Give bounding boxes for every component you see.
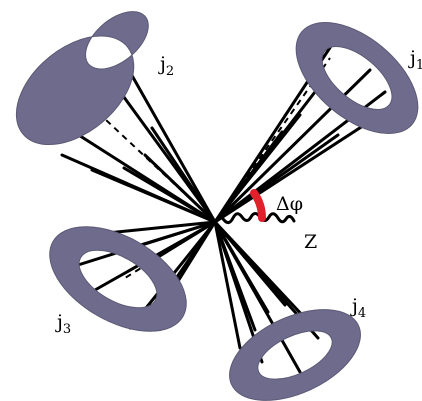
jet-j1 [213, 21, 419, 224]
jet-j3-ring [49, 226, 187, 332]
label-j1: j1 [408, 47, 422, 73]
jet-j3 [49, 220, 217, 332]
jet-j2-ring [15, 11, 149, 145]
label-j4: j4 [350, 295, 366, 321]
label-delta-phi: Δφ [276, 193, 303, 215]
jet-j4-ring [229, 309, 361, 401]
jet-j3-axis [124, 221, 216, 279]
jet-j4 [213, 220, 361, 401]
label-j3: j3 [55, 311, 71, 337]
jet-j2 [15, 11, 217, 224]
label-j2: j2 [158, 53, 174, 79]
delta-phi-arc [250, 189, 266, 222]
jet-j1-ring [295, 21, 419, 135]
z-boson-line [213, 212, 296, 225]
label-z: Z [304, 231, 317, 253]
jet-j4-axis [214, 221, 293, 359]
